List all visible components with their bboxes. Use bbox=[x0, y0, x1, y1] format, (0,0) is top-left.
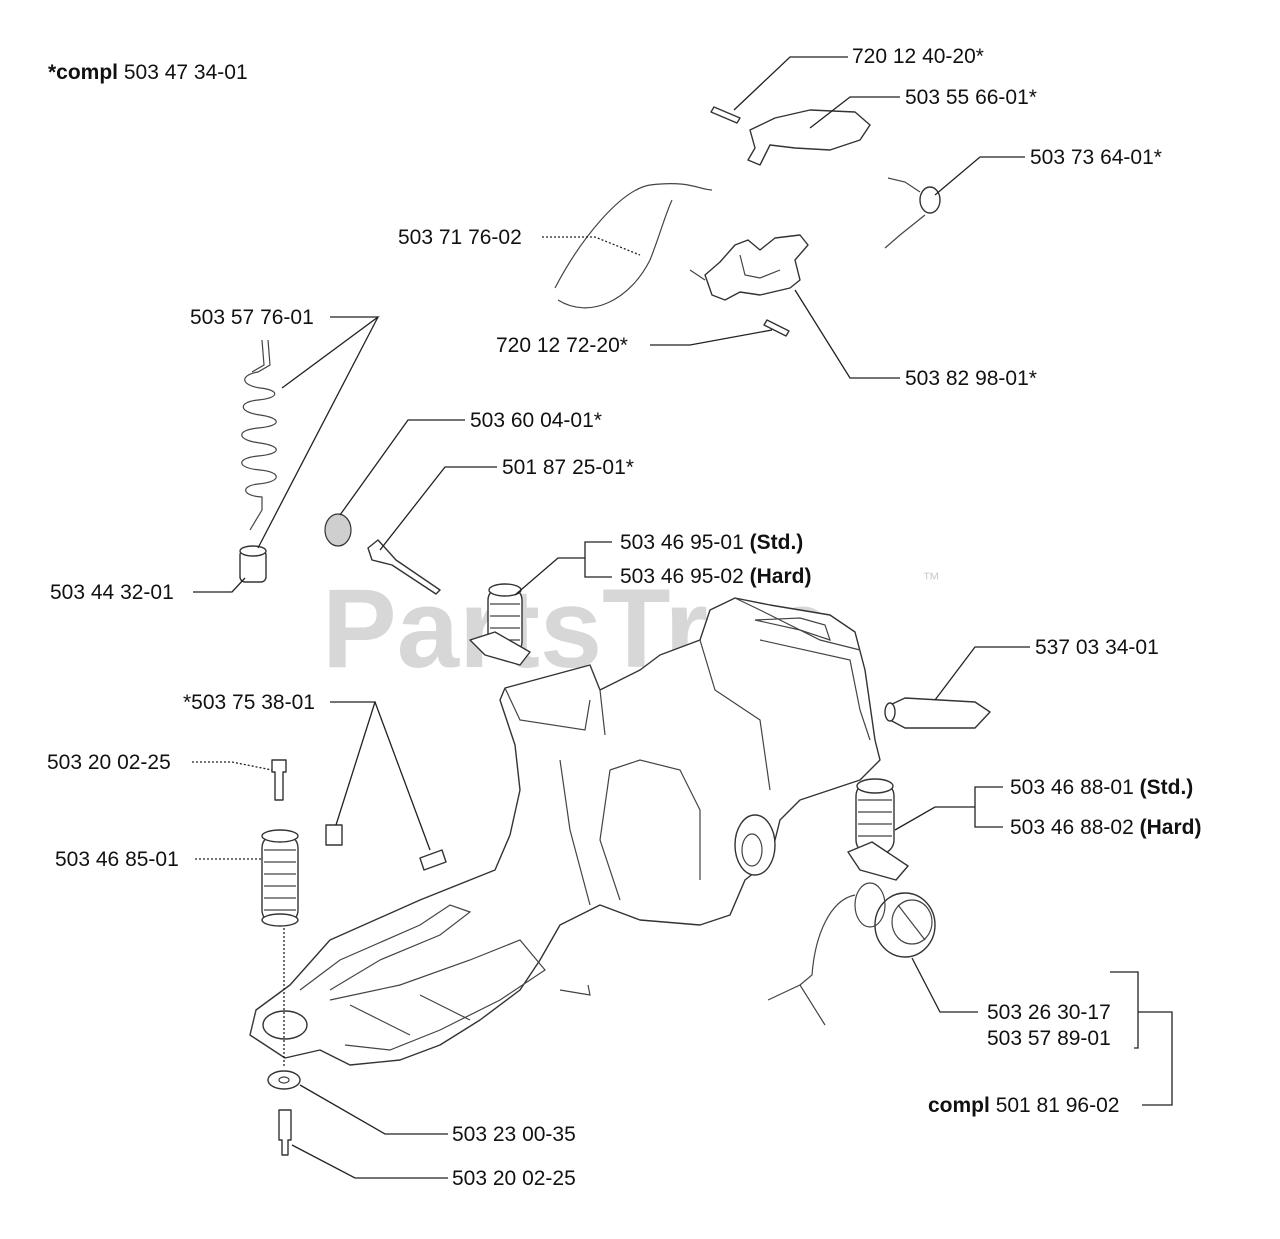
callout-c22: 503 23 00-35 bbox=[452, 1123, 576, 1146]
callout-c6: 503 82 98-01* bbox=[905, 367, 1037, 390]
callout-c10-number: 503 46 95-01 bbox=[620, 531, 744, 554]
leader-lines bbox=[192, 56, 1173, 1179]
callout-c10: 503 46 95-01 (Std.) bbox=[620, 531, 803, 554]
callout-c23: 503 20 02-25 bbox=[452, 1167, 576, 1190]
callout-c8: 503 60 04-01* bbox=[470, 409, 602, 432]
callout-labels: *compl 503 47 34-01 720 12 40-20* 503 55… bbox=[47, 45, 1201, 1190]
tank-breather bbox=[367, 539, 441, 595]
tank-housing bbox=[249, 597, 881, 1066]
av-element-left bbox=[261, 829, 299, 927]
av-element-rear bbox=[469, 583, 531, 666]
callout-c19: 503 26 30-17 bbox=[987, 1001, 1111, 1024]
callout-c21: compl 501 81 96-02 bbox=[928, 1094, 1119, 1117]
callout-c12: 503 44 32-01 bbox=[50, 581, 174, 604]
callout-c17-number: 503 46 88-02 bbox=[1010, 816, 1134, 839]
callout-c9: 501 87 25-01* bbox=[502, 456, 634, 479]
callout-c21-number: 501 81 96-02 bbox=[996, 1094, 1120, 1117]
callout-c14: *503 75 38-01 bbox=[183, 691, 315, 714]
callout-c17-suffix: (Hard) bbox=[1140, 816, 1202, 839]
screw-bottom bbox=[278, 1109, 292, 1156]
callout-c11-number: 503 46 95-02 bbox=[620, 565, 744, 588]
callout-c5: 720 12 72-20* bbox=[496, 334, 628, 357]
fuel-cap bbox=[767, 882, 936, 1026]
callout-c16: 503 46 88-01 (Std.) bbox=[1010, 776, 1193, 799]
screw-right bbox=[419, 849, 447, 871]
callout-c13: 537 03 34-01 bbox=[1035, 636, 1159, 659]
callout-c7: 503 57 76-01 bbox=[190, 306, 314, 329]
screw-left bbox=[271, 759, 287, 801]
av-element-front bbox=[847, 778, 909, 881]
callout-c17: 503 46 88-02 (Hard) bbox=[1010, 816, 1201, 839]
screw-mid bbox=[325, 824, 343, 846]
throttle-spring bbox=[884, 177, 941, 249]
callout-c18: 503 46 85-01 bbox=[55, 848, 179, 871]
trigger-pin bbox=[763, 319, 790, 337]
callout-c20: 503 57 89-01 bbox=[987, 1027, 1111, 1050]
header-prefix: *compl bbox=[48, 61, 118, 84]
header-number: 503 47 34-01 bbox=[124, 61, 248, 84]
callout-c21-prefix: compl bbox=[928, 1094, 990, 1117]
callout-c11: 503 46 95-02 (Hard) bbox=[620, 565, 811, 588]
callout-c16-number: 503 46 88-01 bbox=[1010, 776, 1134, 799]
grommet bbox=[324, 513, 352, 547]
callout-c1: 720 12 40-20* bbox=[852, 45, 984, 68]
callout-c16-suffix: (Std.) bbox=[1140, 776, 1194, 799]
throttle-lockout bbox=[747, 109, 871, 166]
callout-c15: 503 20 02-25 bbox=[47, 751, 171, 774]
header-compl-label: *compl 503 47 34-01 bbox=[48, 61, 248, 84]
callout-c11-suffix: (Hard) bbox=[750, 565, 812, 588]
fuel-filter bbox=[239, 545, 267, 583]
throttle-trigger bbox=[704, 234, 809, 301]
lockout-pin bbox=[710, 106, 741, 124]
callout-c4: 503 71 76-02 bbox=[398, 226, 522, 249]
buffer-plug bbox=[884, 697, 991, 729]
throttle-cable bbox=[554, 183, 713, 309]
callout-c3: 503 73 64-01* bbox=[1030, 146, 1162, 169]
washer bbox=[267, 1070, 301, 1090]
callout-c2: 503 55 66-01* bbox=[905, 86, 1037, 109]
watermark-trademark: ™ bbox=[922, 569, 940, 589]
callout-c10-suffix: (Std.) bbox=[750, 531, 804, 554]
fuel-hose bbox=[241, 339, 277, 531]
